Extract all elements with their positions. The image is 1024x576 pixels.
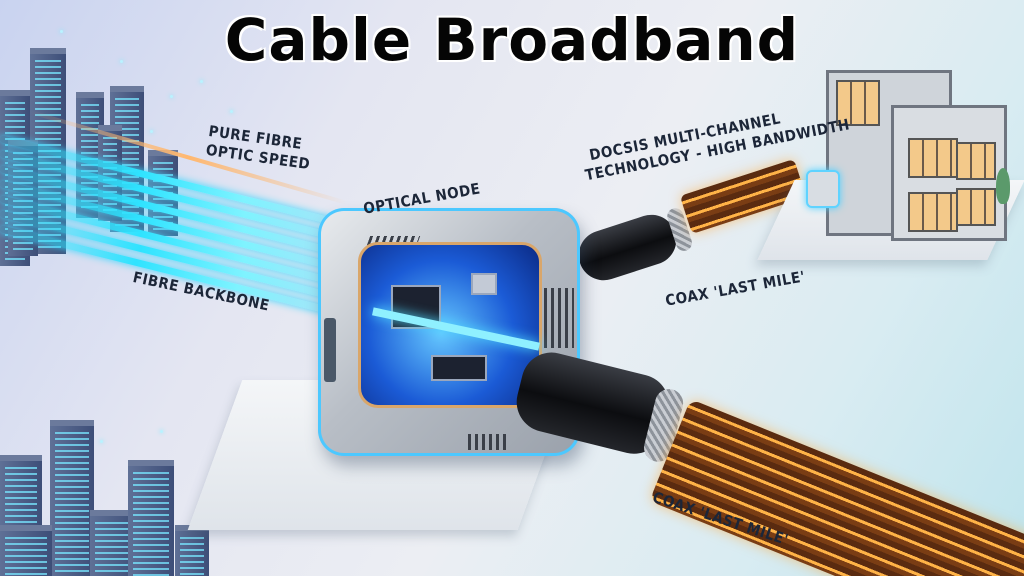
optical-node <box>318 208 580 456</box>
house <box>757 60 1024 260</box>
label-coax-last-mile-upper: COAX 'LAST MILE' <box>664 267 807 310</box>
node-circuit-window <box>358 242 542 408</box>
page-title: Cable Broadband <box>224 6 800 74</box>
